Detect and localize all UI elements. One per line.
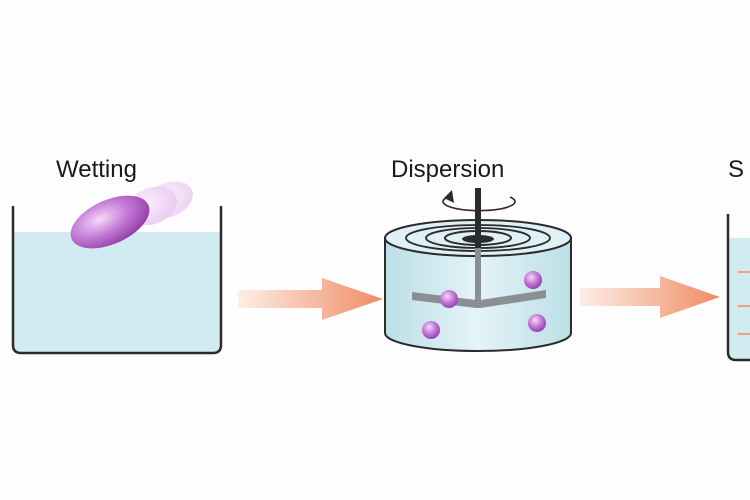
impeller-blade <box>480 290 546 308</box>
dispersion-label: Dispersion <box>391 156 505 183</box>
rotation-arrow-icon <box>442 196 516 212</box>
dispersed-particle <box>422 321 440 339</box>
wetting-label: Wetting <box>56 156 137 183</box>
stabilization-label: S <box>728 156 745 183</box>
stirrer-shaft <box>475 188 481 306</box>
wetting-beaker <box>11 181 223 355</box>
wetting-particle <box>70 195 150 249</box>
process-arrow-icon <box>238 278 383 320</box>
wetting-liquid <box>13 232 221 353</box>
dispersed-particle <box>528 314 546 332</box>
dispersion-vessel <box>384 188 572 352</box>
stabilization-beaker-outline <box>726 214 750 362</box>
dispersed-particle <box>440 290 458 308</box>
process-arrow-icon <box>580 276 720 318</box>
dispersed-particle <box>524 271 542 289</box>
wetting-beaker-outline <box>11 206 223 355</box>
stabilization-beaker <box>726 214 750 362</box>
